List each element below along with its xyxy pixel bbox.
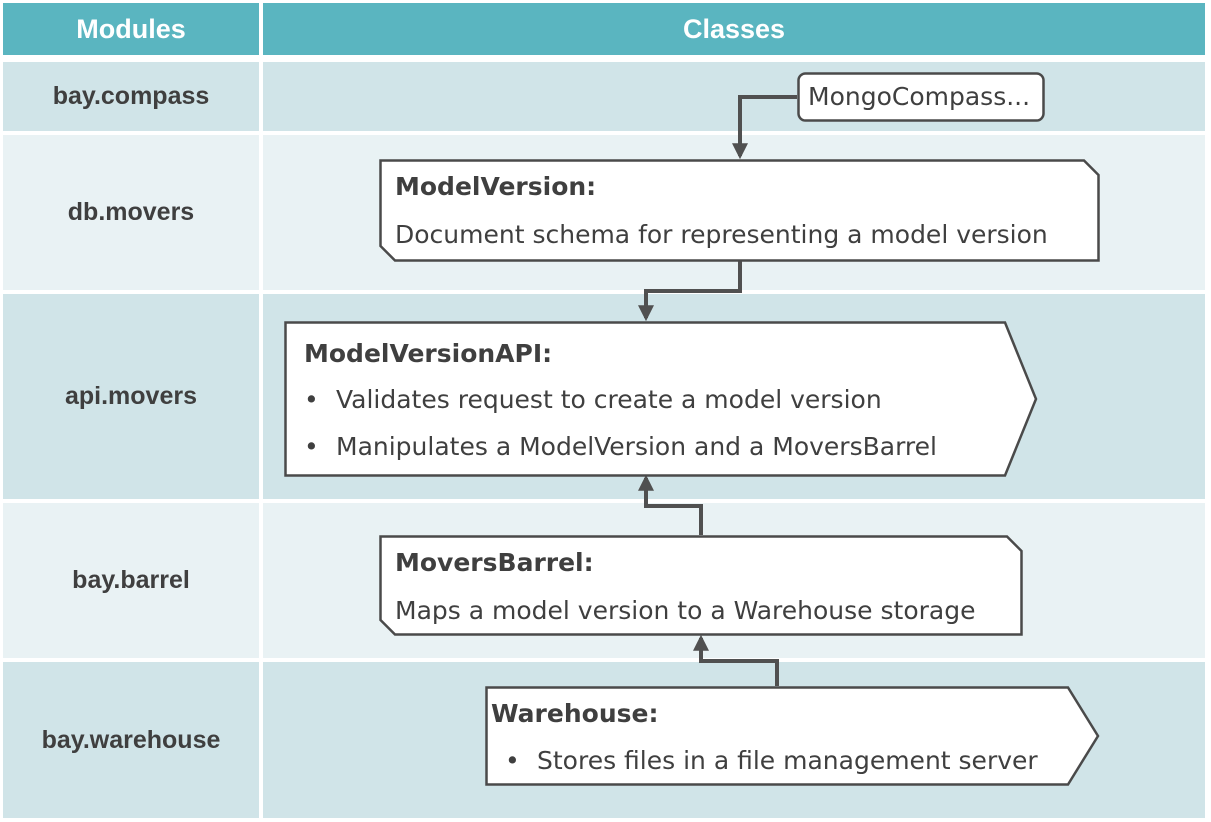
modelversionapi-bullet-1: Validates request to create a model vers…	[336, 385, 882, 414]
mongocompass-label: MongoCompass...	[808, 82, 1031, 111]
modelversion-box-shape	[379, 159, 1100, 262]
arrow-warehouse-to-moversbarrel	[693, 634, 779, 686]
warehouse-title: Warehouse:	[491, 699, 659, 728]
modules-header: Modules	[3, 3, 259, 55]
module-api-movers: api.movers	[3, 294, 259, 499]
moversbarrel-title: MoversBarrel:	[395, 548, 594, 577]
class-row-bay-compass	[263, 62, 1205, 131]
module-bay-barrel: bay.barrel	[3, 503, 259, 658]
warehouse-bullet-1: Stores files in a file management server	[537, 746, 1038, 775]
module-bay-warehouse: bay.warehouse	[3, 662, 259, 818]
arrow-modelversion-to-modelversionapi	[638, 261, 742, 322]
bullet-marker: •	[304, 432, 319, 461]
moversbarrel-box-shape	[379, 535, 1023, 636]
module-bay-compass: bay.compass	[3, 62, 259, 131]
moversbarrel-description: Maps a model version to a Warehouse stor…	[395, 596, 976, 625]
classes-header: Classes	[263, 3, 1205, 55]
bullet-marker: •	[505, 746, 520, 775]
warehouse-box: Warehouse: • Stores files in a file mana…	[485, 686, 1100, 786]
arrow-moversbarrel-to-modelversionapi	[638, 474, 703, 535]
modelversion-box: ModelVersion: Document schema for repres…	[379, 159, 1100, 262]
modelversionapi-bullet-2: Manipulates a ModelVersion and a MoversB…	[336, 432, 937, 461]
moversbarrel-box: MoversBarrel: Maps a model version to a …	[379, 535, 1023, 636]
modelversionapi-box: ModelVersionAPI: • Validates request to …	[284, 321, 1038, 477]
modelversion-description: Document schema for representing a model…	[395, 220, 1048, 249]
bullet-marker: •	[304, 385, 319, 414]
warehouse-box-shape	[485, 686, 1100, 786]
mongocompass-box-shape	[797, 72, 1045, 122]
module-db-movers: db.movers	[3, 135, 259, 290]
mongocompass-box: MongoCompass...	[797, 72, 1045, 122]
modelversionapi-title: ModelVersionAPI:	[304, 339, 553, 368]
modelversionapi-box-shape	[284, 321, 1038, 477]
arrow-mongocompass-to-modelversion	[732, 95, 797, 160]
modelversion-title: ModelVersion:	[395, 172, 597, 201]
